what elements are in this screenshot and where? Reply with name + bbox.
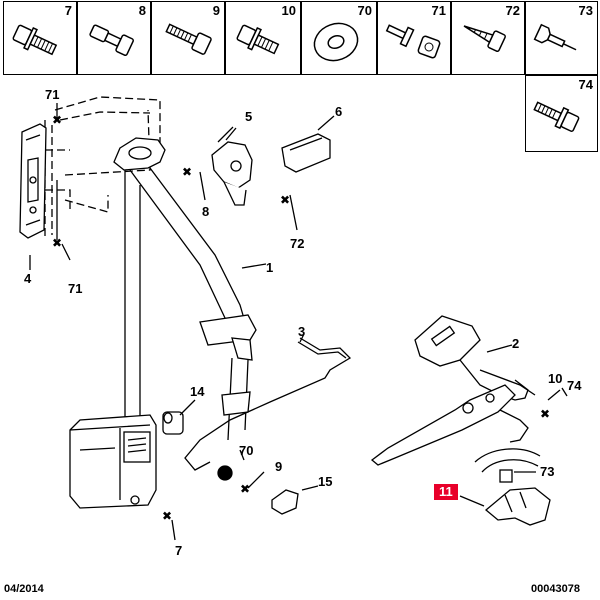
buckle-assembly[interactable] bbox=[370, 315, 536, 466]
grid-cell-number: 10 bbox=[281, 3, 296, 18]
star-mark: ✖ bbox=[182, 165, 192, 179]
grid-cell-9[interactable]: 9 bbox=[151, 1, 225, 75]
callout-8: 8 bbox=[202, 204, 210, 219]
footer-date: 04/2014 bbox=[4, 583, 44, 595]
bracket-11[interactable] bbox=[474, 448, 551, 526]
pillar-outline bbox=[54, 96, 161, 213]
callout-1: 1 bbox=[266, 260, 274, 275]
grid-cell-number: 9 bbox=[212, 3, 220, 18]
star-mark: ✖ bbox=[240, 482, 250, 496]
height-adjuster[interactable] bbox=[19, 123, 47, 239]
retractor[interactable] bbox=[69, 414, 157, 509]
grid-cell-number: 71 bbox=[431, 3, 446, 18]
callout-5: 5 bbox=[245, 109, 253, 124]
grid-cell-number: 74 bbox=[578, 77, 593, 92]
callout-7: 7 bbox=[175, 543, 183, 558]
callout-11-highlight[interactable]: 11 bbox=[434, 484, 458, 500]
flange-bolt-icon bbox=[12, 24, 58, 56]
belt-webbing[interactable] bbox=[113, 137, 257, 441]
star-mark: ✖ bbox=[540, 407, 550, 421]
callout-6: 6 bbox=[335, 104, 343, 119]
callout-9: 9 bbox=[275, 459, 283, 474]
grid-cell-number: 72 bbox=[505, 3, 520, 18]
star-mark: ✖ bbox=[280, 193, 290, 207]
hex-bolt-icon bbox=[165, 23, 212, 55]
stepped-bolt-icon bbox=[89, 24, 134, 56]
rivet-marker-73 bbox=[499, 469, 513, 483]
screw-icon bbox=[463, 25, 506, 52]
callout-71-top: 71 bbox=[45, 87, 60, 102]
washer-icon bbox=[313, 22, 359, 62]
anchor-clip[interactable] bbox=[211, 141, 253, 206]
grommet-14[interactable] bbox=[162, 411, 184, 435]
grid-cell-74[interactable]: 74 bbox=[525, 75, 598, 152]
grid-cell-number: 7 bbox=[64, 3, 72, 18]
cable[interactable] bbox=[184, 337, 352, 471]
nut-icon bbox=[385, 24, 441, 59]
washer-bolt-icon bbox=[533, 101, 580, 132]
grid-cell-70[interactable]: 70 bbox=[301, 1, 377, 75]
callout-70: 70 bbox=[239, 443, 254, 458]
fastener-70[interactable] bbox=[217, 465, 233, 481]
flange-bolt-icon bbox=[236, 24, 280, 55]
grid-cell-number: 8 bbox=[138, 3, 146, 18]
grid-cell-number: 70 bbox=[357, 3, 372, 18]
grid-cell-73[interactable]: 73 bbox=[525, 1, 598, 75]
grid-cell-number: 73 bbox=[578, 3, 593, 18]
callout-14: 14 bbox=[190, 384, 205, 399]
footer-reference: 00043078 bbox=[531, 583, 580, 595]
anchor-cap[interactable] bbox=[281, 133, 331, 173]
grid-cell-71[interactable]: 71 bbox=[377, 1, 451, 75]
star-mark: ✖ bbox=[162, 509, 172, 523]
callout-4: 4 bbox=[24, 271, 32, 286]
callout-15: 15 bbox=[318, 474, 333, 489]
callout-72: 72 bbox=[290, 236, 305, 251]
callout-3: 3 bbox=[298, 324, 306, 339]
callout-2: 2 bbox=[512, 336, 520, 351]
grid-cell-7[interactable]: 7 bbox=[3, 1, 77, 75]
star-mark: ✖ bbox=[52, 113, 62, 127]
callout-73: 73 bbox=[540, 464, 555, 479]
rivet-icon bbox=[533, 23, 577, 51]
grid-cell-10[interactable]: 10 bbox=[225, 1, 301, 75]
callout-74: 74 bbox=[567, 378, 582, 393]
callout-10: 10 bbox=[548, 371, 563, 386]
plug-15[interactable] bbox=[271, 489, 299, 515]
callout-71-lower: 71 bbox=[68, 281, 83, 296]
grid-cell-8[interactable]: 8 bbox=[77, 1, 151, 75]
star-mark: ✖ bbox=[52, 236, 62, 250]
grid-cell-72[interactable]: 72 bbox=[451, 1, 525, 75]
